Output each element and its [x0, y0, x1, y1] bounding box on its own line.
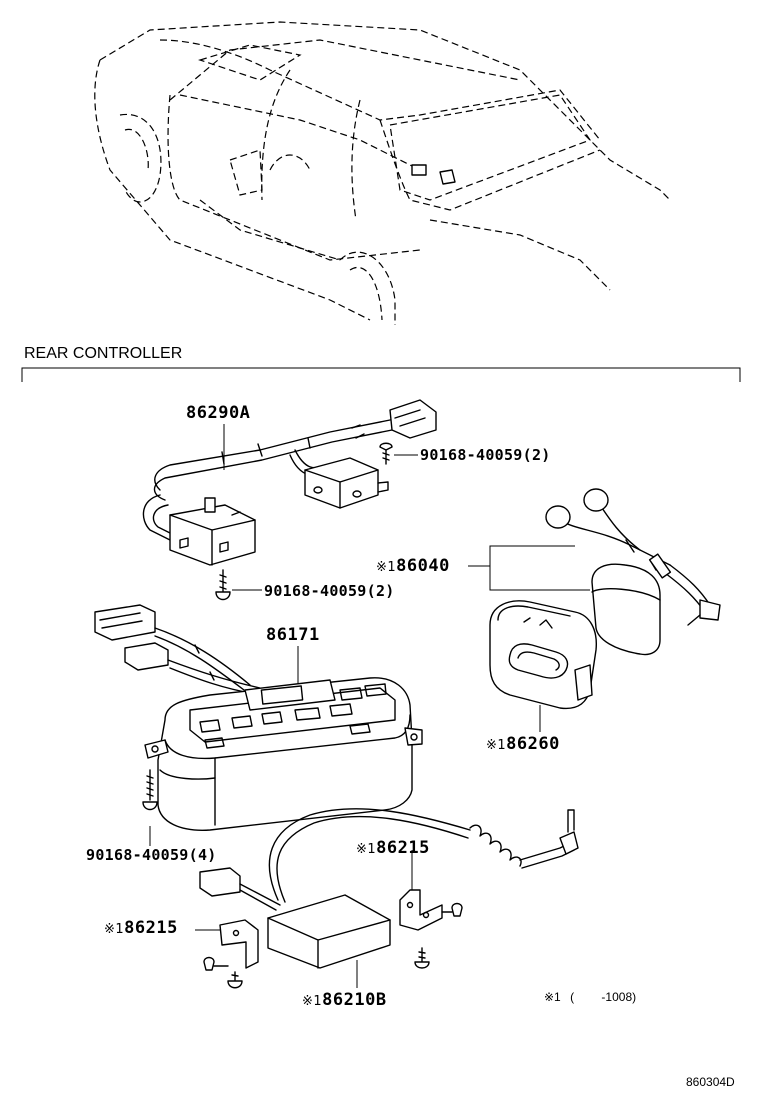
- footnote-mark: ※1: [104, 922, 125, 937]
- section-bracket: [21, 367, 741, 382]
- wire-harness-icon: [142, 399, 437, 566]
- remote-control-icon: [489, 600, 597, 710]
- bracket-icon: [219, 889, 443, 969]
- part-label-86260[interactable]: ※186260: [486, 734, 560, 754]
- screw-icon: [142, 769, 158, 811]
- part-label-86040[interactable]: ※186040: [376, 556, 450, 576]
- car-outline-icon: [94, 21, 671, 325]
- part-number: 86040: [396, 556, 450, 576]
- part-label-screw-main[interactable]: 90168-40059(4): [86, 846, 217, 864]
- part-label-86215-right[interactable]: ※186215: [356, 838, 430, 858]
- part-label-86215-left[interactable]: ※186215: [104, 918, 178, 938]
- headphones-icon: [545, 488, 721, 626]
- controller-unit-icon: [94, 604, 423, 831]
- footnote-mark: ※1: [376, 560, 397, 575]
- footnote: ※1 ( -1008): [544, 990, 636, 1004]
- part-label-86210b[interactable]: ※186210B: [302, 990, 387, 1010]
- footnote-mark: ※1: [356, 842, 377, 857]
- part-number: 86260: [506, 734, 560, 754]
- pouch-icon: [591, 563, 661, 656]
- part-number: 86210B: [322, 990, 387, 1010]
- part-label-86171[interactable]: 86171: [266, 625, 320, 645]
- part-label-86290a[interactable]: 86290A: [186, 403, 251, 423]
- screw-icon: [203, 902, 463, 989]
- screw-icon: [215, 442, 393, 601]
- receiver-box-icon: [199, 808, 579, 969]
- part-label-screw-lower[interactable]: 90168-40059(2): [264, 582, 395, 600]
- part-label-screw-upper[interactable]: 90168-40059(2): [420, 446, 551, 464]
- part-number: 86215: [124, 918, 178, 938]
- footnote-mark: ※1: [544, 990, 561, 1004]
- footnote-mark: ※1: [302, 994, 323, 1009]
- section-title: REAR CONTROLLER: [24, 345, 183, 362]
- part-number: 86215: [376, 838, 430, 858]
- footnote-open: (: [570, 990, 575, 1004]
- footnote-mark: ※1: [486, 738, 507, 753]
- footnote-range: -1008): [601, 990, 637, 1004]
- diagram-code: 860304D: [686, 1075, 735, 1089]
